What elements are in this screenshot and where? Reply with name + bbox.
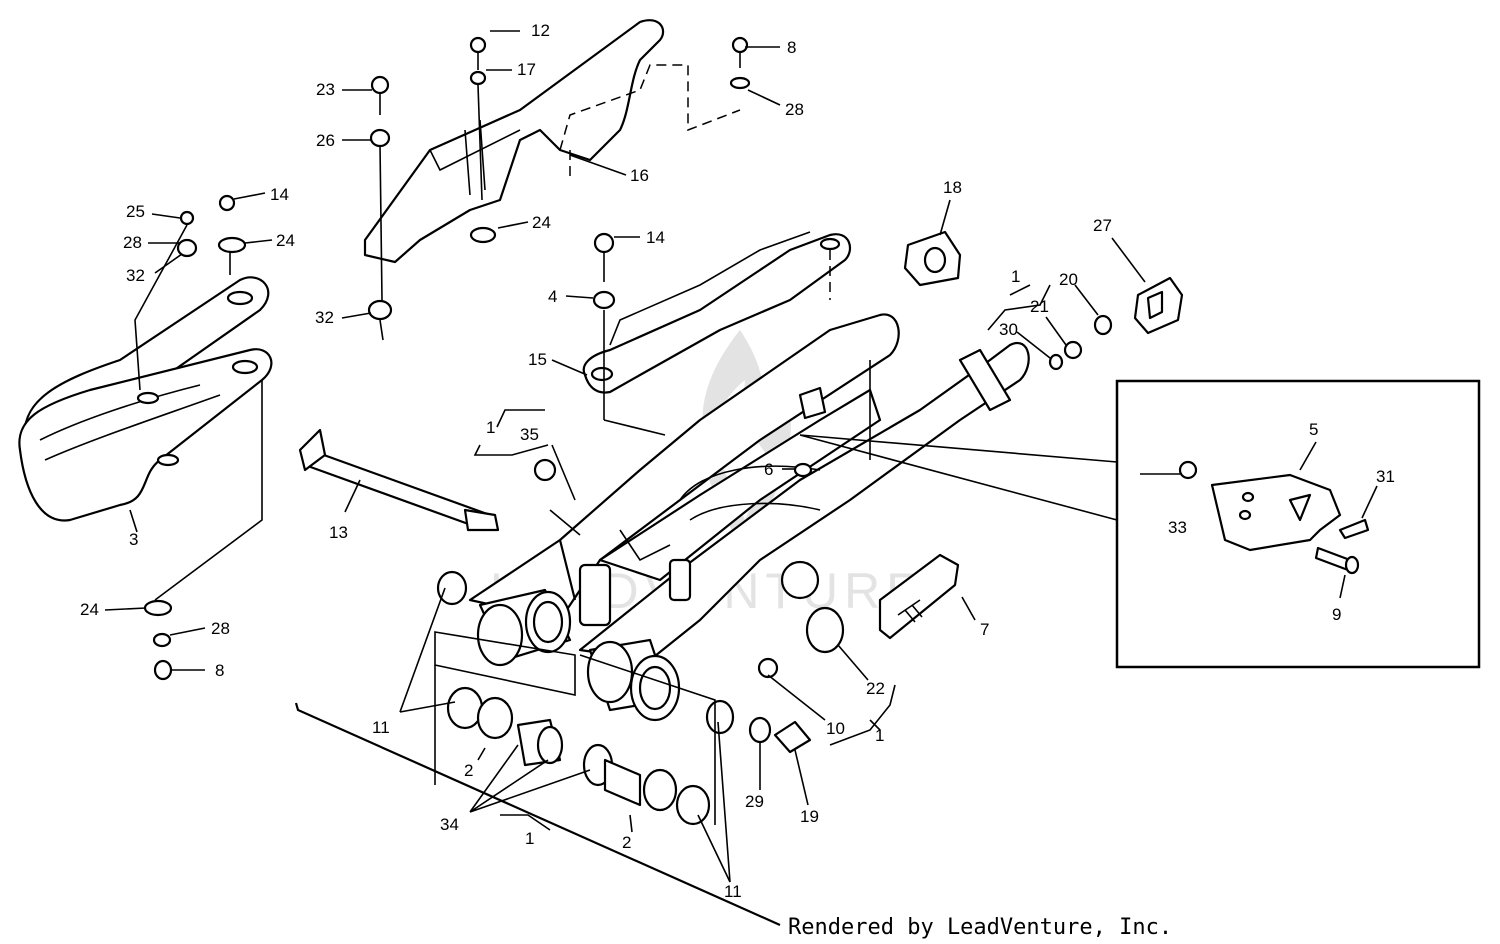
misc-parts bbox=[805, 230, 1184, 654]
callout-numbers: 12 17 8 28 23 26 16 24 32 25 28 32 14 24… bbox=[80, 21, 1395, 901]
callout-12: 12 bbox=[531, 21, 550, 40]
group-brackets bbox=[294, 631, 781, 927]
assembly-lines bbox=[134, 84, 871, 601]
callout-17: 17 bbox=[517, 60, 536, 79]
callout-22: 22 bbox=[866, 679, 885, 698]
callout-10: 10 bbox=[826, 719, 845, 738]
callout-18: 18 bbox=[943, 178, 962, 197]
callout-13: 13 bbox=[329, 523, 348, 542]
callout-24-guard: 24 bbox=[532, 213, 551, 232]
callout-28-lower: 28 bbox=[211, 619, 230, 638]
callout-11-left: 11 bbox=[372, 718, 390, 737]
callout-24-slider: 24 bbox=[276, 231, 295, 250]
callout-24-lower: 24 bbox=[80, 600, 99, 619]
upper-slider bbox=[582, 231, 852, 394]
callout-32-guard: 32 bbox=[315, 308, 334, 327]
callout-5: 5 bbox=[1309, 420, 1318, 439]
callout-34: 34 bbox=[440, 815, 459, 834]
callout-29: 29 bbox=[745, 792, 764, 811]
callout-11-right: 11 bbox=[724, 882, 742, 901]
callout-27: 27 bbox=[1093, 216, 1112, 235]
callout-1-right: 1 bbox=[1011, 267, 1020, 286]
leader-lines bbox=[104, 30, 1378, 883]
chain-slider bbox=[18, 276, 273, 522]
callout-2-left: 2 bbox=[464, 761, 473, 780]
pivot-shaft bbox=[298, 428, 500, 532]
callout-16: 16 bbox=[630, 166, 649, 185]
callout-2-right: 2 bbox=[622, 833, 631, 852]
callout-1-bracket: 1 bbox=[875, 726, 884, 745]
bearings bbox=[436, 570, 812, 826]
callout-19: 19 bbox=[800, 807, 819, 826]
callout-35: 35 bbox=[520, 425, 539, 444]
callout-15: 15 bbox=[528, 350, 547, 369]
callout-9: 9 bbox=[1332, 605, 1341, 624]
credit-text: Rendered by LeadVenture, Inc. bbox=[788, 915, 1172, 940]
callout-26: 26 bbox=[316, 131, 335, 150]
callout-1-bottom: 1 bbox=[525, 829, 534, 848]
callout-8-lower: 8 bbox=[215, 661, 224, 680]
callout-7: 7 bbox=[980, 620, 989, 639]
callout-31: 31 bbox=[1376, 467, 1395, 486]
callout-21: 21 bbox=[1030, 297, 1049, 316]
callout-20: 20 bbox=[1059, 270, 1078, 289]
callout-14-upper: 14 bbox=[646, 228, 665, 247]
fasteners bbox=[143, 36, 1113, 681]
callout-6: 6 bbox=[764, 460, 773, 479]
callout-4: 4 bbox=[548, 287, 557, 306]
callout-28-slider: 28 bbox=[123, 233, 142, 252]
swing-arm bbox=[468, 313, 1030, 662]
callout-28-top: 28 bbox=[785, 100, 804, 119]
callout-3: 3 bbox=[129, 530, 138, 549]
callout-1-left: 1 bbox=[486, 418, 495, 437]
callout-25: 25 bbox=[126, 202, 145, 221]
chain-guard bbox=[363, 19, 741, 264]
callout-14-slider: 14 bbox=[270, 185, 289, 204]
callout-8-top: 8 bbox=[787, 38, 796, 57]
callout-30: 30 bbox=[999, 320, 1018, 339]
callout-32-slider: 32 bbox=[126, 266, 145, 285]
detail-inset bbox=[799, 379, 1481, 669]
callout-23: 23 bbox=[316, 80, 335, 99]
callout-33: 33 bbox=[1168, 518, 1187, 537]
